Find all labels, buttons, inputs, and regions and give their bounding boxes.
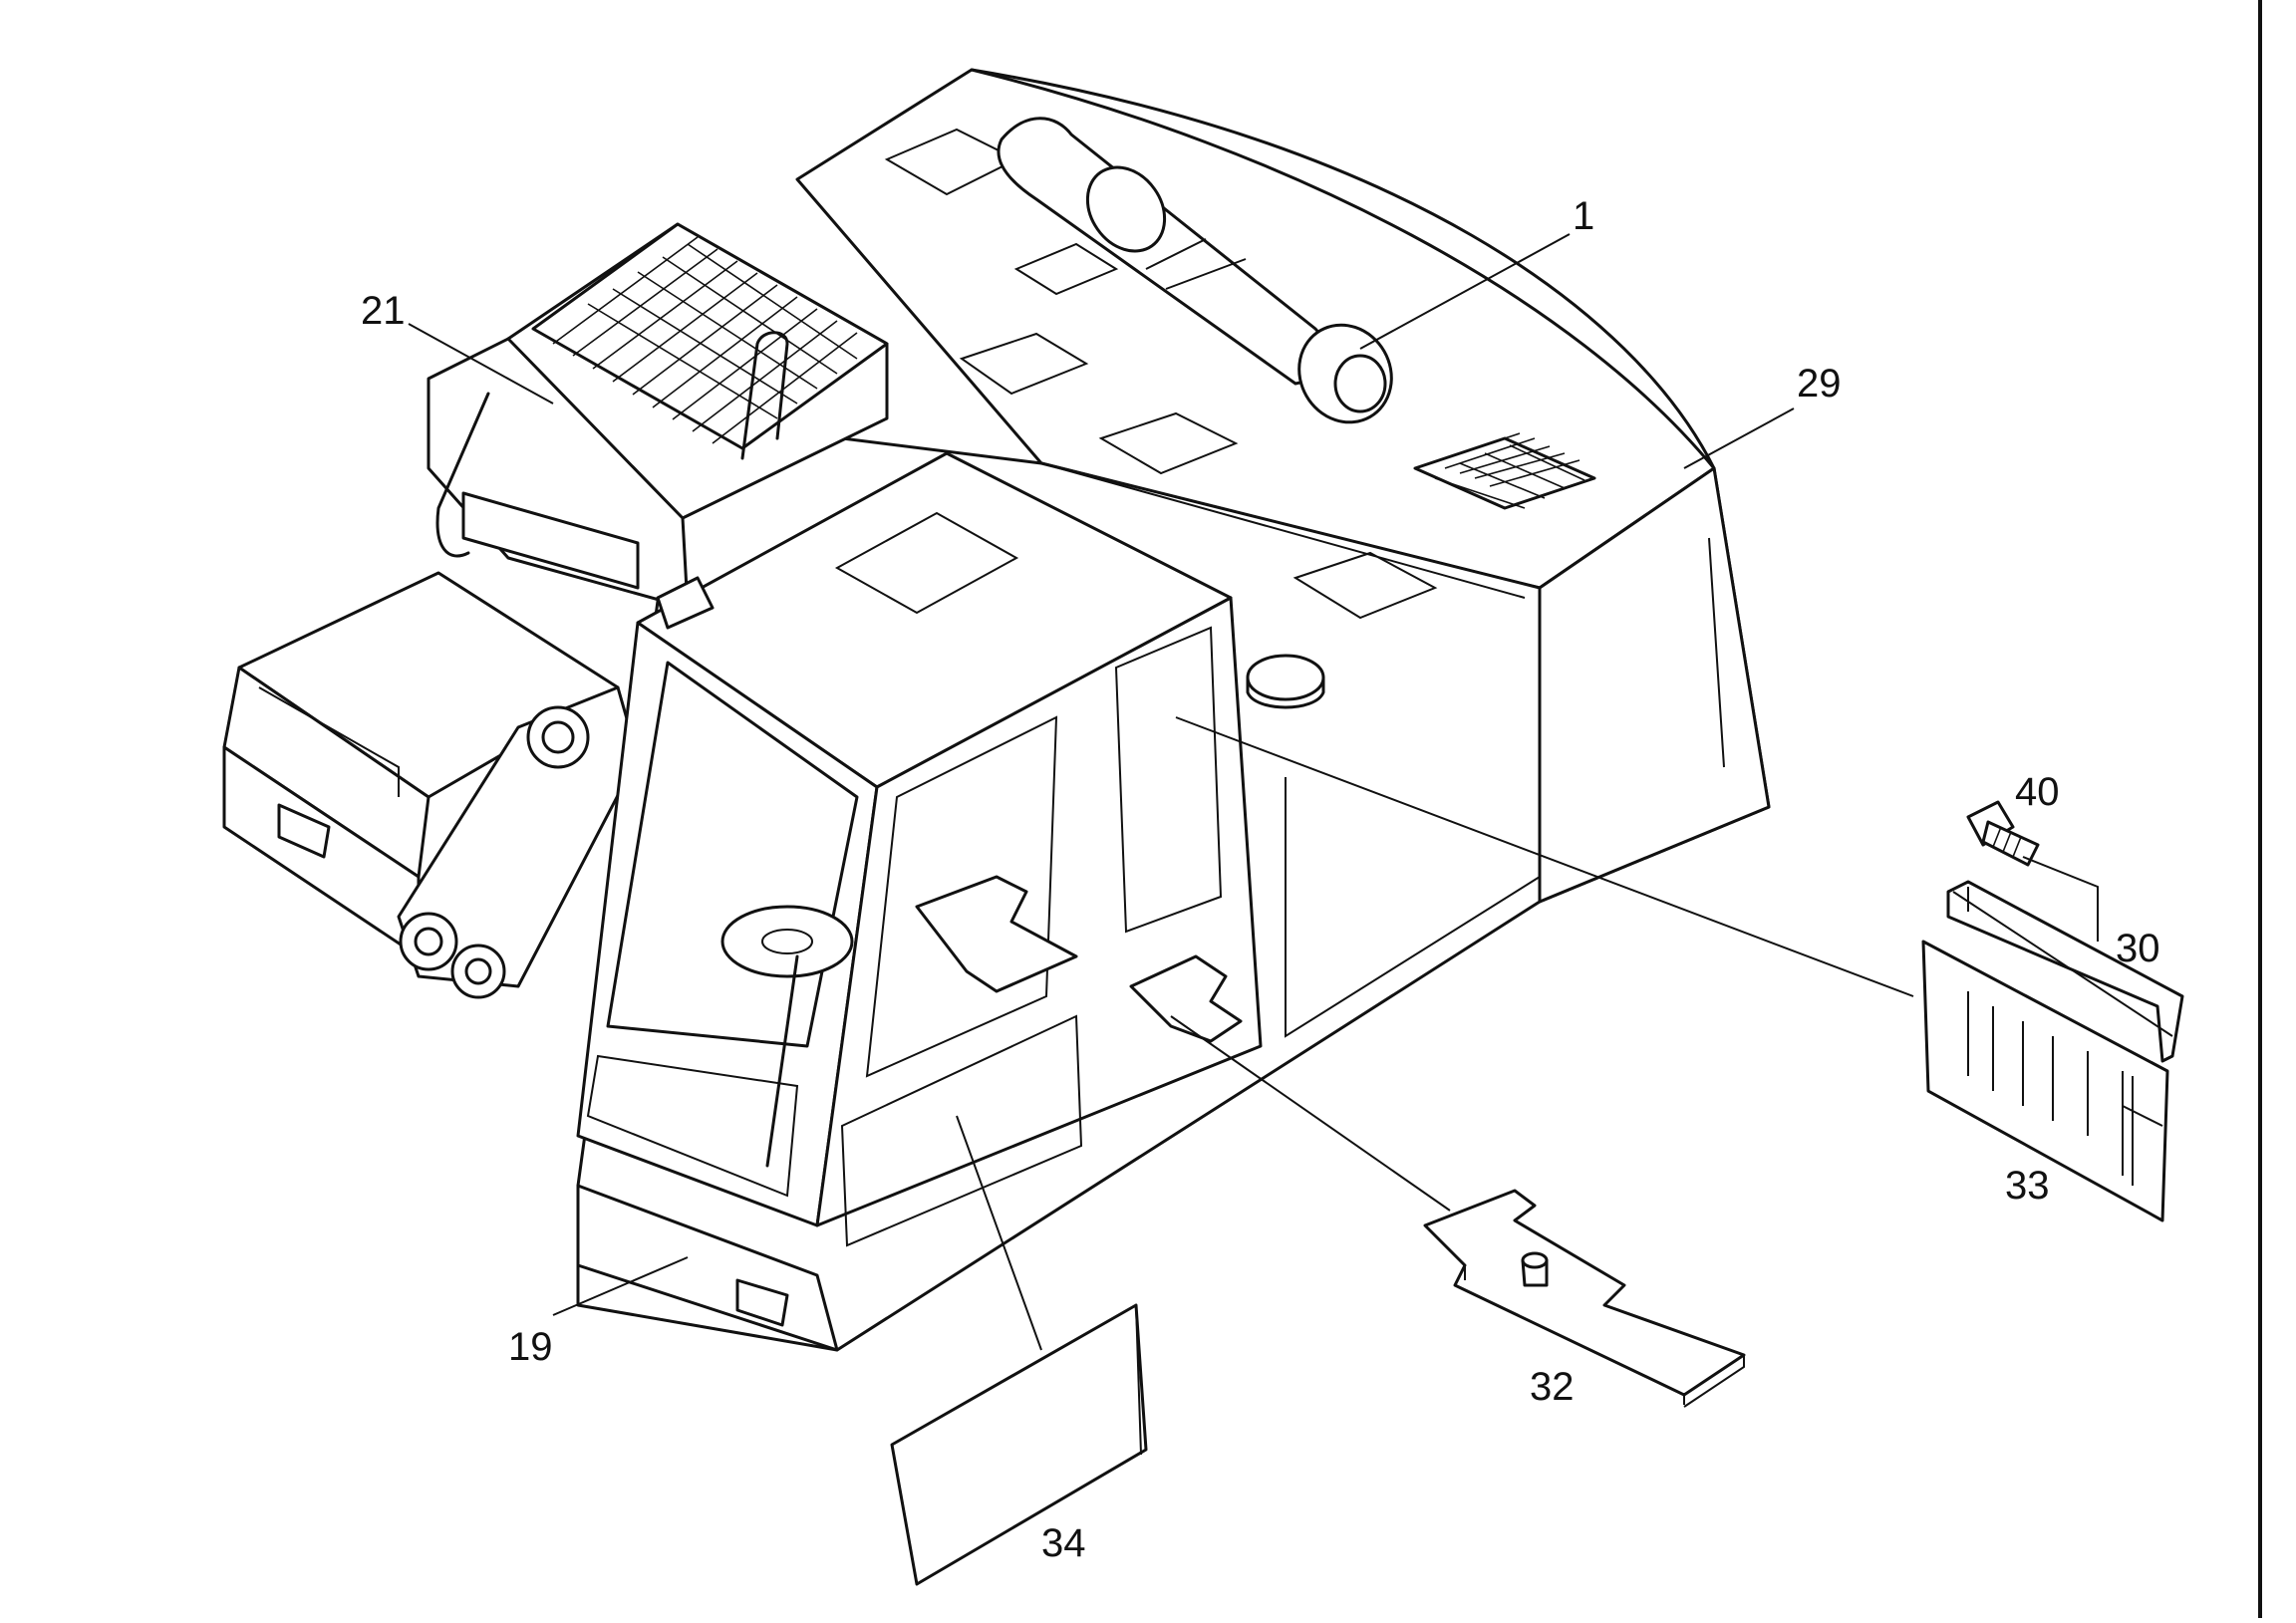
handle-loop bbox=[740, 331, 789, 460]
cab-side-panel bbox=[840, 1014, 1083, 1247]
steering-wheel bbox=[720, 905, 854, 978]
callout-19: 19 bbox=[508, 1325, 553, 1369]
cab-floor-plate bbox=[915, 875, 1078, 993]
lift-eye-left bbox=[277, 803, 331, 859]
part-34-panel bbox=[890, 1303, 1148, 1586]
boom-link bbox=[397, 685, 640, 999]
part-30-strip bbox=[1946, 880, 2184, 1063]
roof-light bbox=[656, 576, 715, 630]
callout-1: 1 bbox=[1573, 194, 1594, 238]
side-step-box bbox=[461, 491, 640, 590]
roof-hatch-3 bbox=[1098, 411, 1239, 475]
part-33-panel bbox=[1921, 940, 2169, 1222]
cab-door-window bbox=[1114, 626, 1223, 934]
cab-floor-plate-2 bbox=[1129, 954, 1243, 1043]
side-handle bbox=[435, 392, 490, 558]
roof-hatch-2 bbox=[959, 332, 1089, 396]
roof-hatch-5 bbox=[1013, 242, 1119, 296]
callout-34: 34 bbox=[1041, 1521, 1086, 1565]
part-40-bolt bbox=[1966, 800, 2040, 867]
leader-19 bbox=[552, 1256, 689, 1316]
callout-29: 29 bbox=[1797, 362, 1842, 406]
callout-32: 32 bbox=[1530, 1365, 1575, 1409]
hydraulic-cylinder bbox=[997, 117, 1393, 424]
callout-40: 40 bbox=[2015, 770, 2060, 814]
part-32-floor-plate bbox=[1423, 1189, 1746, 1408]
leader-1 bbox=[1359, 233, 1571, 350]
roof-grille-right bbox=[1413, 432, 1596, 510]
leader-33 bbox=[1175, 716, 1914, 997]
leader-34 bbox=[956, 1115, 1042, 1351]
counterweight-seam bbox=[258, 686, 400, 797]
leader-lines bbox=[408, 233, 2099, 1351]
fuel-cap bbox=[1246, 654, 1325, 701]
operator-cab bbox=[576, 451, 1263, 1352]
body-right-outline bbox=[970, 68, 1771, 904]
callout-21: 21 bbox=[361, 289, 406, 333]
tank-panel-seam bbox=[1285, 777, 1541, 1038]
leader-21 bbox=[408, 323, 554, 405]
roof-hatch-4 bbox=[1292, 551, 1438, 620]
lift-eye-front bbox=[735, 1278, 789, 1327]
cab-roof-hatch bbox=[834, 511, 1019, 615]
callout-33: 33 bbox=[2005, 1164, 2050, 1208]
leader-40 bbox=[2022, 856, 2099, 942]
cab-side bbox=[815, 596, 1263, 1227]
leader-32 bbox=[1170, 1015, 1451, 1212]
callout-30: 30 bbox=[2116, 927, 2160, 970]
machine-body bbox=[222, 68, 1771, 1352]
engine-grille-left bbox=[531, 222, 889, 450]
cab-lower-window bbox=[586, 1054, 799, 1198]
cab-side-window bbox=[865, 715, 1058, 1078]
leader-29 bbox=[1683, 407, 1795, 469]
roof-edge-seam bbox=[1040, 462, 1526, 599]
steering-column bbox=[765, 954, 799, 1168]
